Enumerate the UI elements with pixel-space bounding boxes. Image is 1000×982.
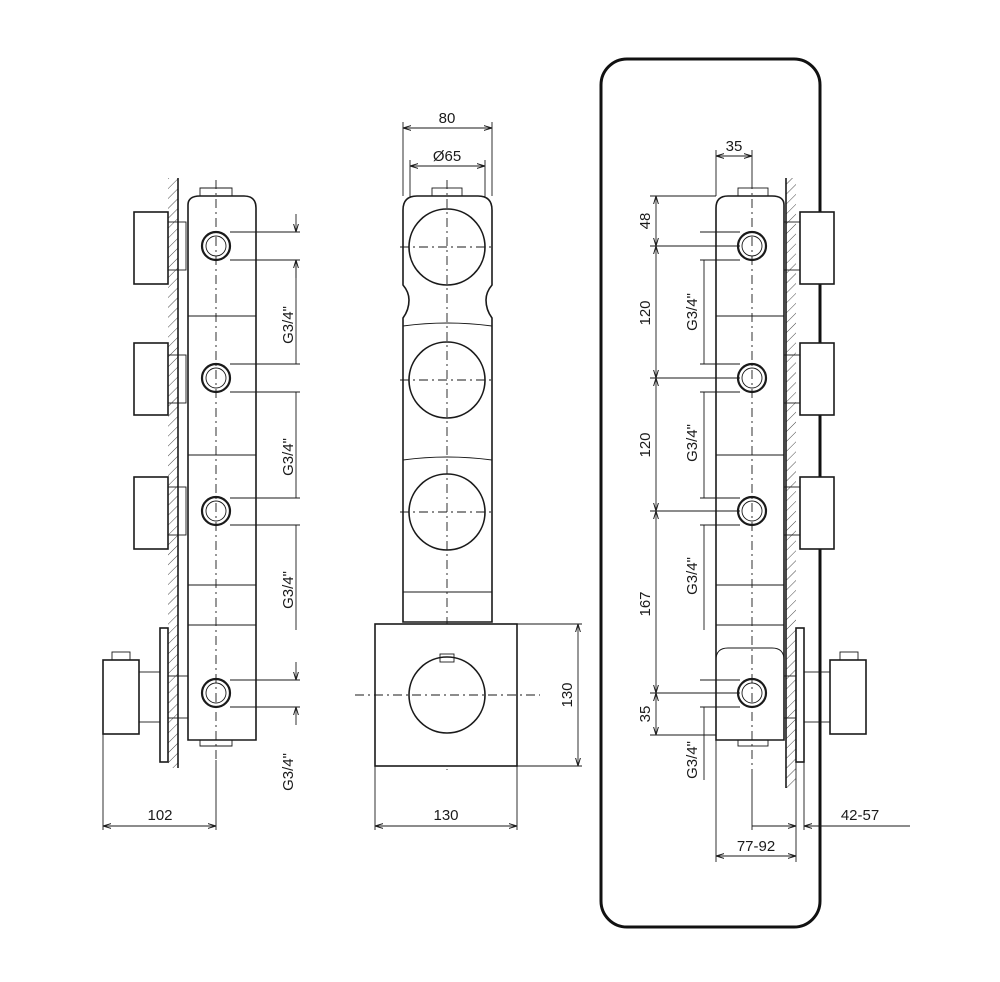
middle-plate-width-label: 130 (433, 807, 458, 824)
right-spacing-label-167: 167 (637, 591, 654, 616)
right-thread-label-3: G3/4" (684, 557, 701, 595)
middle-width-label: 80 (439, 110, 456, 127)
right-spacing-label-120a: 120 (637, 300, 654, 325)
left-handle-2 (133, 342, 169, 416)
middle-valve-body (402, 195, 493, 623)
right-thread-label-4: G3/4" (684, 741, 701, 779)
right-bottom-knob (829, 659, 867, 735)
right-spacing-label-35: 35 (637, 706, 654, 723)
right-handle-2 (799, 342, 835, 416)
right-spacing-label-120b: 120 (637, 432, 654, 457)
left-thread-label-1: G3/4" (280, 306, 297, 344)
left-wall-hatch (168, 178, 178, 768)
left-thread-label-2: G3/4" (280, 438, 297, 476)
middle-front-view: 80 Ø65 130 130 (355, 110, 582, 830)
left-handle-3 (133, 476, 169, 550)
right-handle-3 (799, 476, 835, 550)
middle-plate-height-label: 130 (559, 682, 576, 707)
middle-plate-knob (408, 656, 486, 734)
right-thread-label-2: G3/4" (684, 424, 701, 462)
right-top-spacing-label: 35 (726, 138, 743, 155)
right-spacing-label-48: 48 (637, 213, 654, 230)
right-handle-1 (799, 211, 835, 285)
right-valve-body (715, 195, 785, 741)
right-side-view: 35 48 120 120 167 35 G3/4" G3/4" G3/4" (599, 57, 910, 929)
left-side-view: G3/4" G3/4" G3/4" G3/4" 102 (102, 178, 300, 830)
left-thread-label-4: G3/4" (280, 753, 297, 791)
left-handle-1 (133, 211, 169, 285)
left-bottom-knob (102, 659, 140, 735)
middle-diameter-label: Ø65 (433, 148, 461, 165)
left-thread-label-3: G3/4" (280, 571, 297, 609)
left-depth-label: 102 (147, 807, 172, 824)
right-wall-hatch (786, 178, 796, 788)
left-valve-body (187, 195, 257, 741)
right-depth-range-label: 77-92 (737, 838, 775, 855)
right-wall-range-label: 42-57 (841, 807, 879, 824)
right-thread-label-1: G3/4" (684, 293, 701, 331)
